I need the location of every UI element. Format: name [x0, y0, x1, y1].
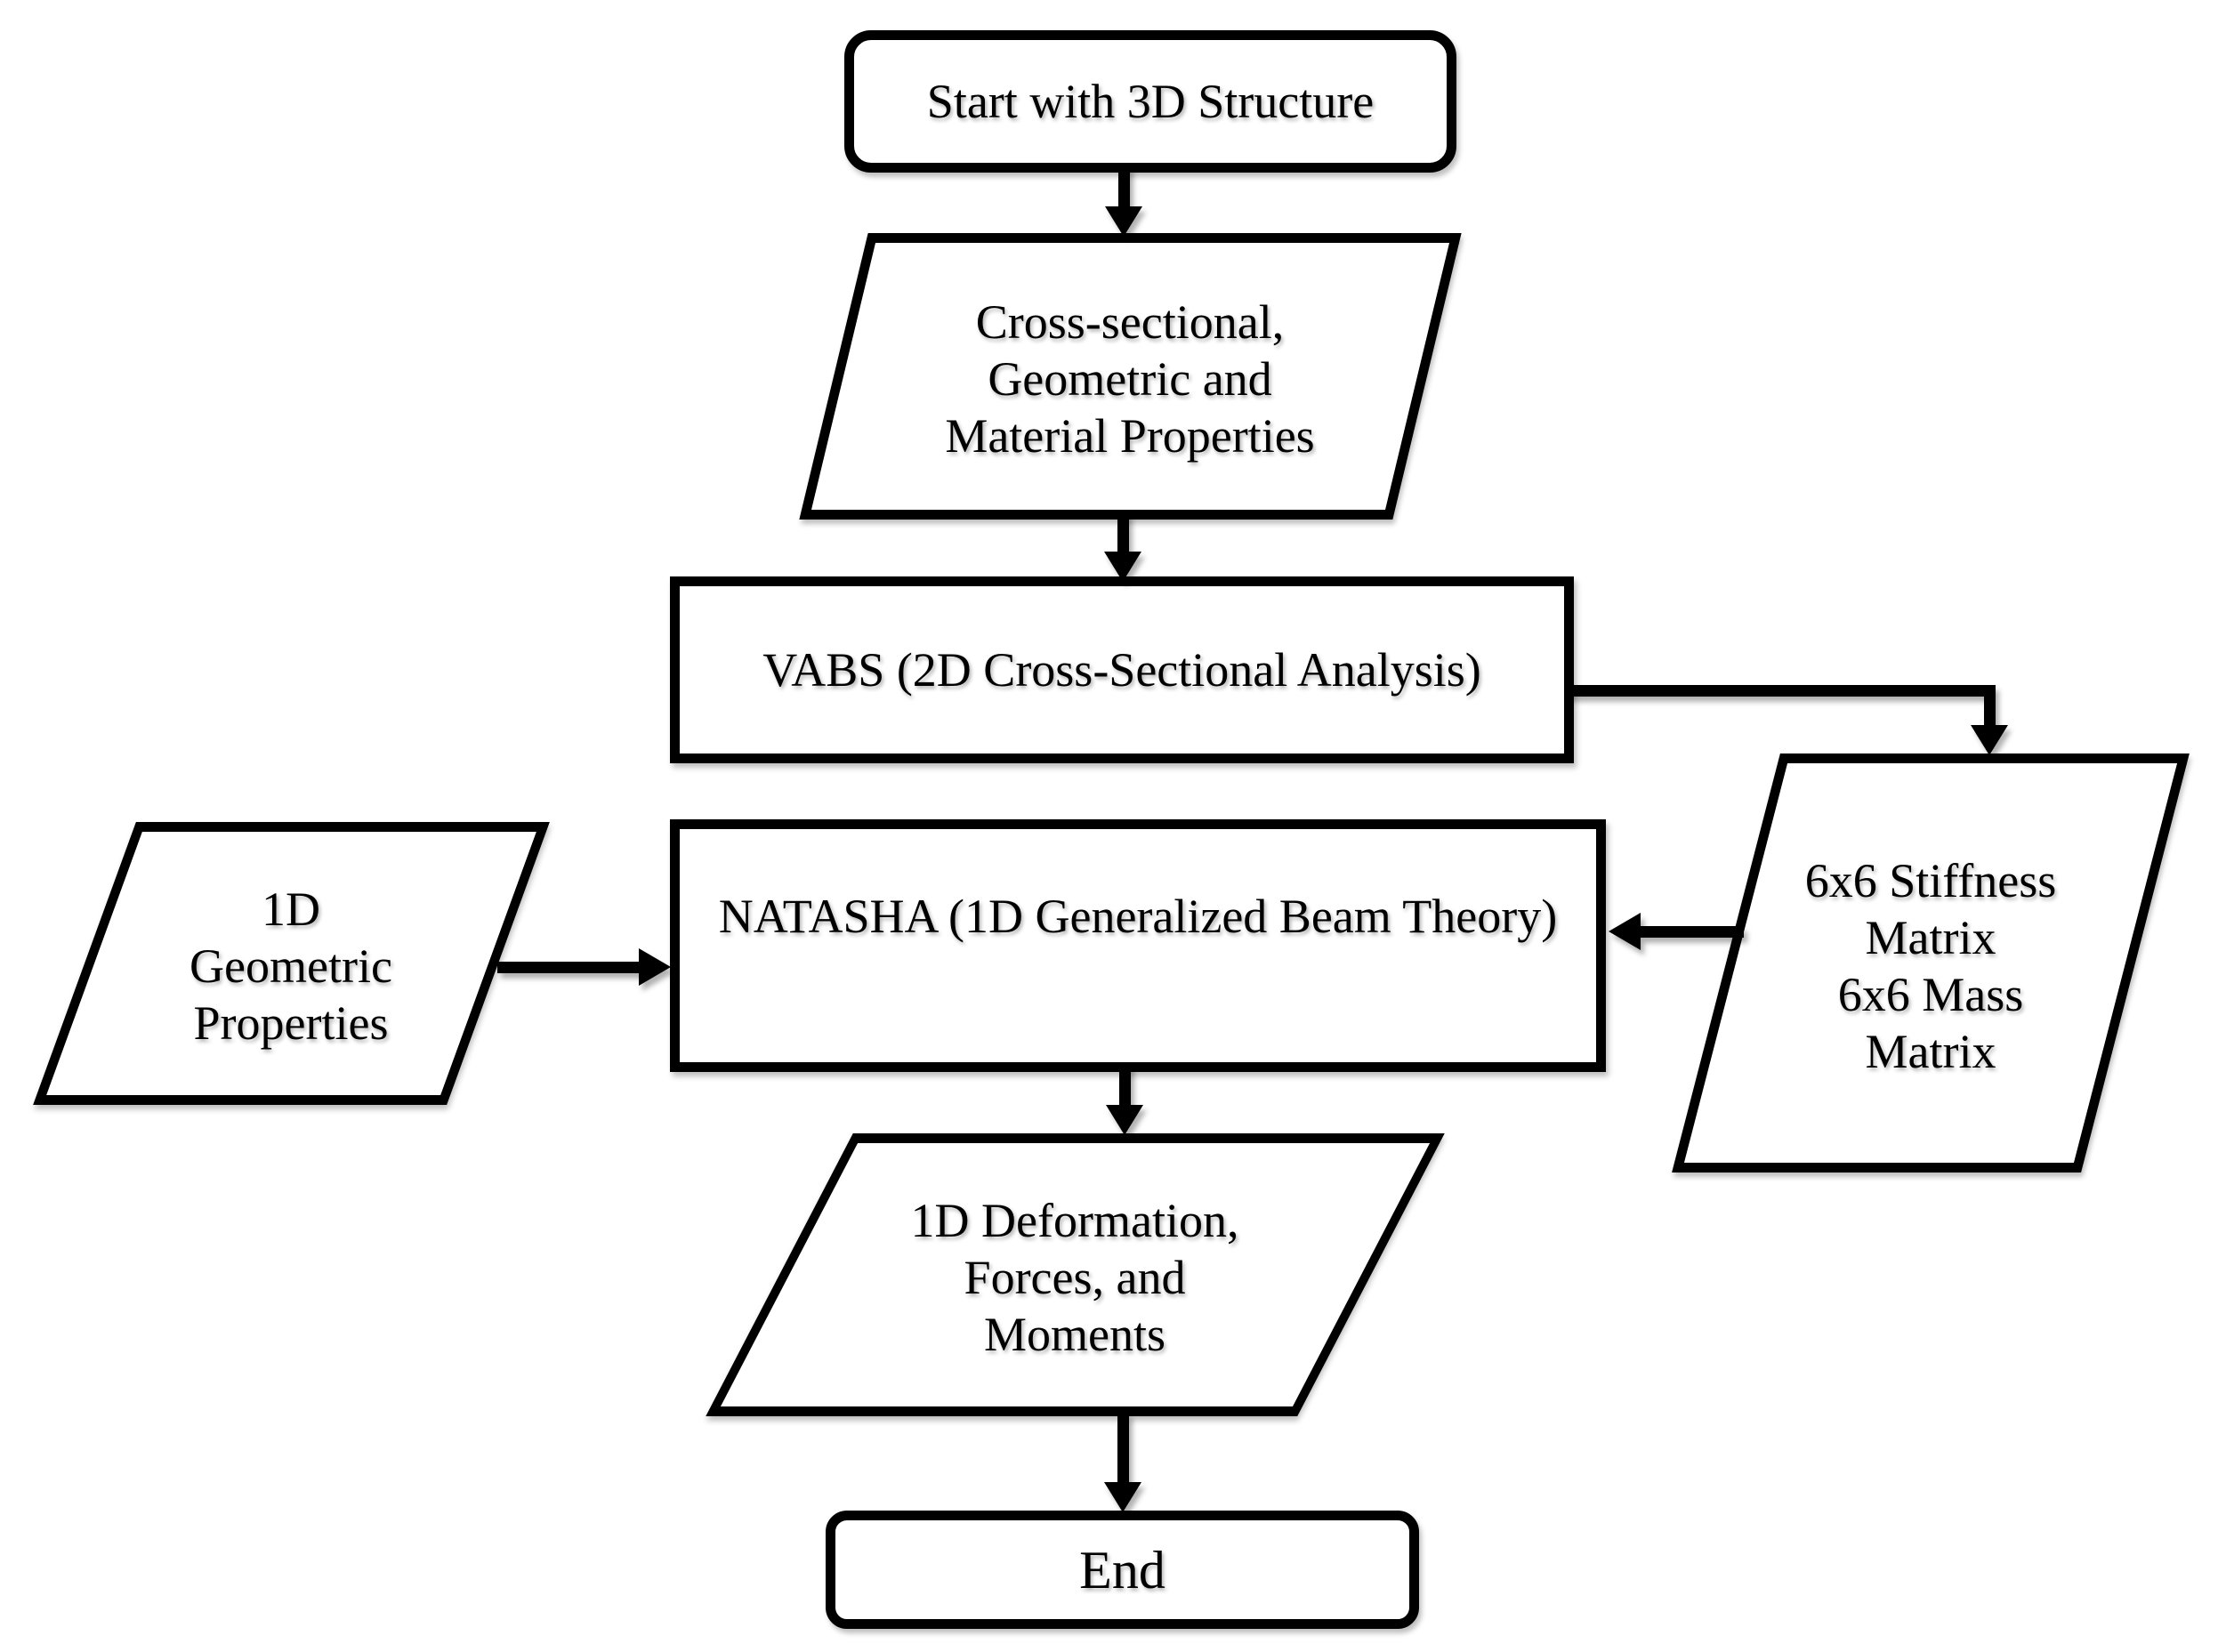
arrow-head: [1104, 552, 1141, 582]
arrow-line: [1984, 685, 1996, 727]
label-line: Properties: [193, 996, 389, 1050]
label-line: Moments: [983, 1308, 1165, 1361]
node-natasha: NATASHA (1D Generalized Beam Theory): [670, 819, 1606, 1072]
node-vabs: VABS (2D Cross-Sectional Analysis): [670, 576, 1574, 763]
arrow-line: [1566, 685, 1996, 697]
arrow-head: [1106, 1105, 1143, 1135]
arrow-head: [1971, 725, 2008, 755]
node-natasha-label: NATASHA (1D Generalized Beam Theory): [718, 890, 1558, 943]
label-line: Matrix: [1865, 1025, 1996, 1078]
node-start: Start with 3D Structure: [844, 30, 1456, 173]
label-line: Geometric: [190, 939, 392, 993]
label-line: 6x6 Mass: [1837, 968, 2024, 1021]
node-matrices-label: 6x6 Stiffness Matrix 6x6 Mass Matrix: [1735, 852, 2126, 1080]
arrow-head: [1609, 913, 1641, 950]
node-deformation-label: 1D Deformation, Forces, and Moments: [790, 1192, 1359, 1363]
node-start-label: Start with 3D Structure: [926, 75, 1375, 128]
arrow-head: [639, 948, 671, 986]
label-line: 1D Deformation,: [910, 1194, 1239, 1247]
label-line: Geometric and: [988, 352, 1272, 406]
node-cross-sectional-label: Cross-sectional, Geometric and Material …: [845, 294, 1415, 464]
node-vabs-label: VABS (2D Cross-Sectional Analysis): [762, 643, 1481, 697]
label-line: 6x6 Stiffness: [1804, 854, 2057, 907]
arrow-line: [1119, 1064, 1131, 1107]
label-line: Forces, and: [964, 1251, 1186, 1304]
label-line: Material Properties: [945, 409, 1315, 463]
node-geometric-1d-label: 1D Geometric Properties: [95, 881, 487, 1052]
node-end: End: [826, 1511, 1419, 1629]
arrow-head: [1105, 206, 1142, 237]
arrow-line: [1118, 165, 1130, 208]
arrow-head: [1104, 1482, 1141, 1512]
arrow-line: [1117, 1413, 1129, 1484]
label-line: Cross-sectional,: [975, 295, 1285, 349]
label-line: 1D: [262, 882, 320, 936]
arrow-line: [1117, 512, 1129, 553]
arrow-line: [1640, 926, 1744, 938]
label-line: Matrix: [1865, 911, 1996, 964]
node-end-label: End: [1079, 1540, 1165, 1600]
arrow-line: [497, 962, 640, 973]
